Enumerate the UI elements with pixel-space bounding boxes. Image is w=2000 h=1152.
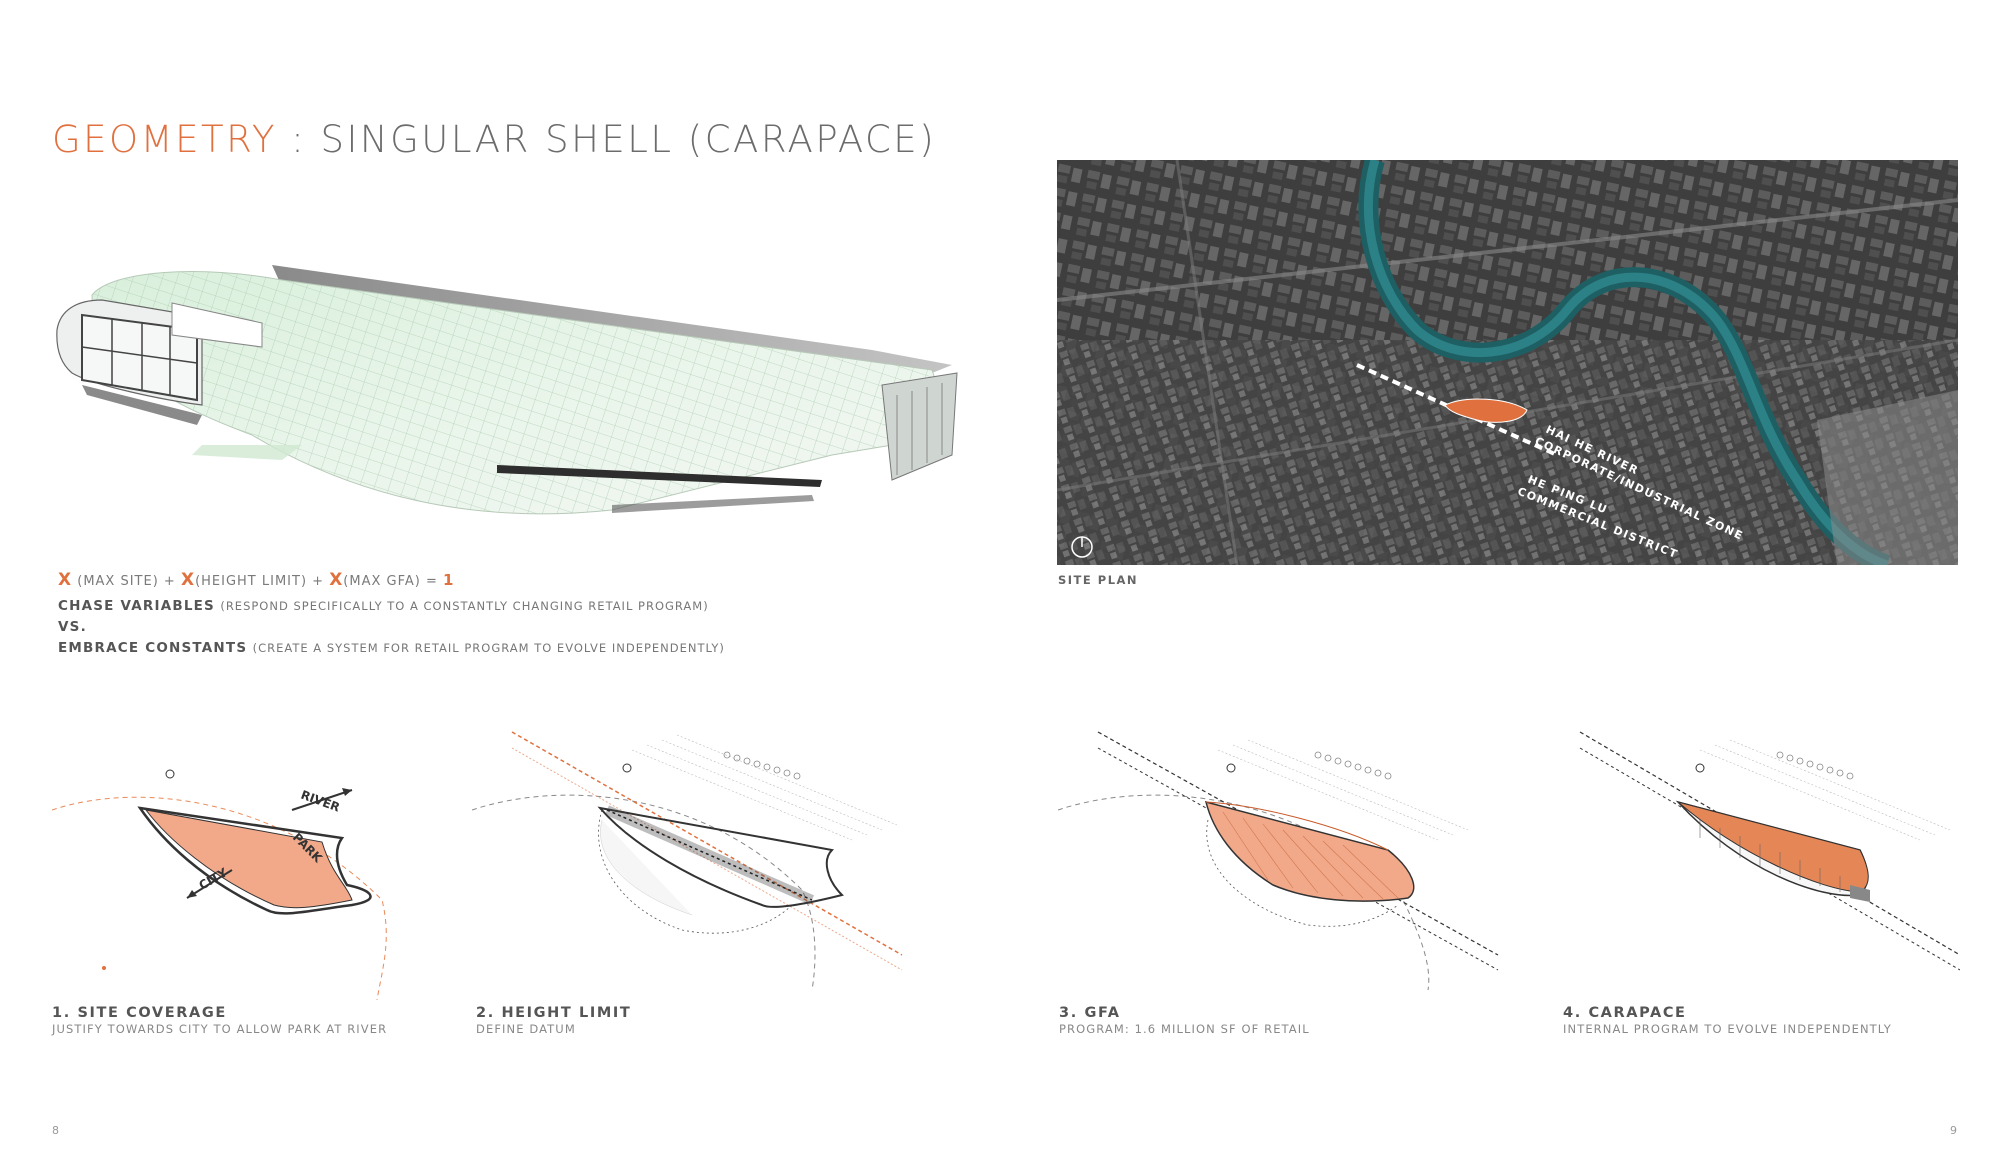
north-arrow-icon	[165, 769, 175, 779]
vs-label: VS.	[58, 619, 87, 635]
shell-grid	[92, 271, 937, 514]
diagram-site-coverage: RIVER PARK CITY	[52, 769, 387, 1000]
page-number-left: 8	[52, 1124, 59, 1137]
caption-subtitle: JUSTIFY TOWARDS CITY TO ALLOW PARK AT RI…	[52, 1022, 388, 1036]
caption-title: 3. GFA	[1059, 1005, 1121, 1021]
formula-term-3: (MAX GFA) =	[343, 574, 438, 589]
site-plan-aerial: HAI HE RIVER CORPORATE/INDUSTRIAL ZONE H…	[1057, 160, 1958, 565]
lower-band	[612, 495, 814, 513]
diagram-gfa	[1058, 731, 1499, 991]
north-arrow-icon	[1695, 763, 1705, 773]
caption-subtitle: DEFINE DATUM	[476, 1022, 576, 1036]
nose-glazing	[81, 313, 198, 402]
north-arrow-icon	[1226, 763, 1236, 773]
aerial-map: HAI HE RIVER CORPORATE/INDUSTRIAL ZONE H…	[1057, 160, 1958, 565]
formula-line: X (MAX SITE) + X(HEIGHT LIMIT) + X(MAX G…	[58, 570, 454, 590]
caption-subtitle: PROGRAM: 1.6 MILLION SF OF RETAIL	[1059, 1022, 1310, 1036]
diagram-carapace	[1579, 731, 1960, 971]
slot-window	[497, 465, 822, 487]
chase-bold: CHASE VARIABLES	[58, 598, 215, 614]
nose-mullions	[81, 318, 198, 395]
x-symbol-1: X	[58, 570, 73, 590]
title-accent: GEOMETRY	[52, 118, 278, 161]
page-title: GEOMETRY : SINGULAR SHELL (CARAPACE)	[52, 118, 936, 161]
caption-height-limit: 2. HEIGHT LIMIT DEFINE DATUM	[476, 1005, 631, 1036]
upper-opening	[171, 302, 263, 348]
caption-gfa: 3. GFA PROGRAM: 1.6 MILLION SF OF RETAIL	[1059, 1005, 1310, 1036]
embrace-bold: EMBRACE CONSTANTS	[58, 640, 248, 656]
embrace-note: (CREATE A SYSTEM FOR RETAIL PROGRAM TO E…	[252, 641, 725, 655]
caption-site-coverage: 1. SITE COVERAGE JUSTIFY TOWARDS CITY TO…	[52, 1005, 387, 1036]
chase-statement: CHASE VARIABLES (RESPOND SPECIFICALLY TO…	[58, 598, 709, 614]
diagram-height-limit	[472, 731, 903, 991]
north-arrow-icon	[622, 763, 632, 773]
formula-term-1: (MAX SITE) +	[77, 574, 176, 589]
caption-title: 2. HEIGHT LIMIT	[476, 1005, 632, 1021]
site-plan-caption: SITE PLAN	[1058, 573, 1139, 587]
roof-ribbon	[272, 265, 952, 373]
title-rest: : SINGULAR SHELL (CARAPACE)	[277, 118, 937, 161]
formula-term-2: (HEIGHT LIMIT) +	[195, 574, 325, 589]
embrace-statement: EMBRACE CONSTANTS (CREATE A SYSTEM FOR R…	[58, 640, 725, 656]
tail-ribs	[896, 383, 943, 475]
site-footprint	[1444, 398, 1528, 423]
x-symbol-2: X	[180, 570, 196, 590]
base-shadow	[82, 385, 202, 425]
shell-tail	[881, 372, 958, 481]
caption-title: 1. SITE COVERAGE	[52, 1005, 227, 1021]
label-river: RIVER	[299, 788, 342, 815]
formula-result: 1	[443, 571, 455, 589]
carapace-rendering	[56, 265, 958, 515]
caption-title: 4. CARAPACE	[1563, 1005, 1687, 1021]
x-symbol-3: X	[329, 570, 344, 590]
green-plane	[192, 445, 302, 460]
caption-carapace: 4. CARAPACE INTERNAL PROGRAM TO EVOLVE I…	[1563, 1005, 1892, 1036]
caption-subtitle: INTERNAL PROGRAM TO EVOLVE INDEPENDENTLY	[1563, 1022, 1892, 1036]
page-number-right: 9	[1950, 1124, 1957, 1137]
chase-note: (RESPOND SPECIFICALLY TO A CONSTANTLY CH…	[220, 599, 709, 613]
